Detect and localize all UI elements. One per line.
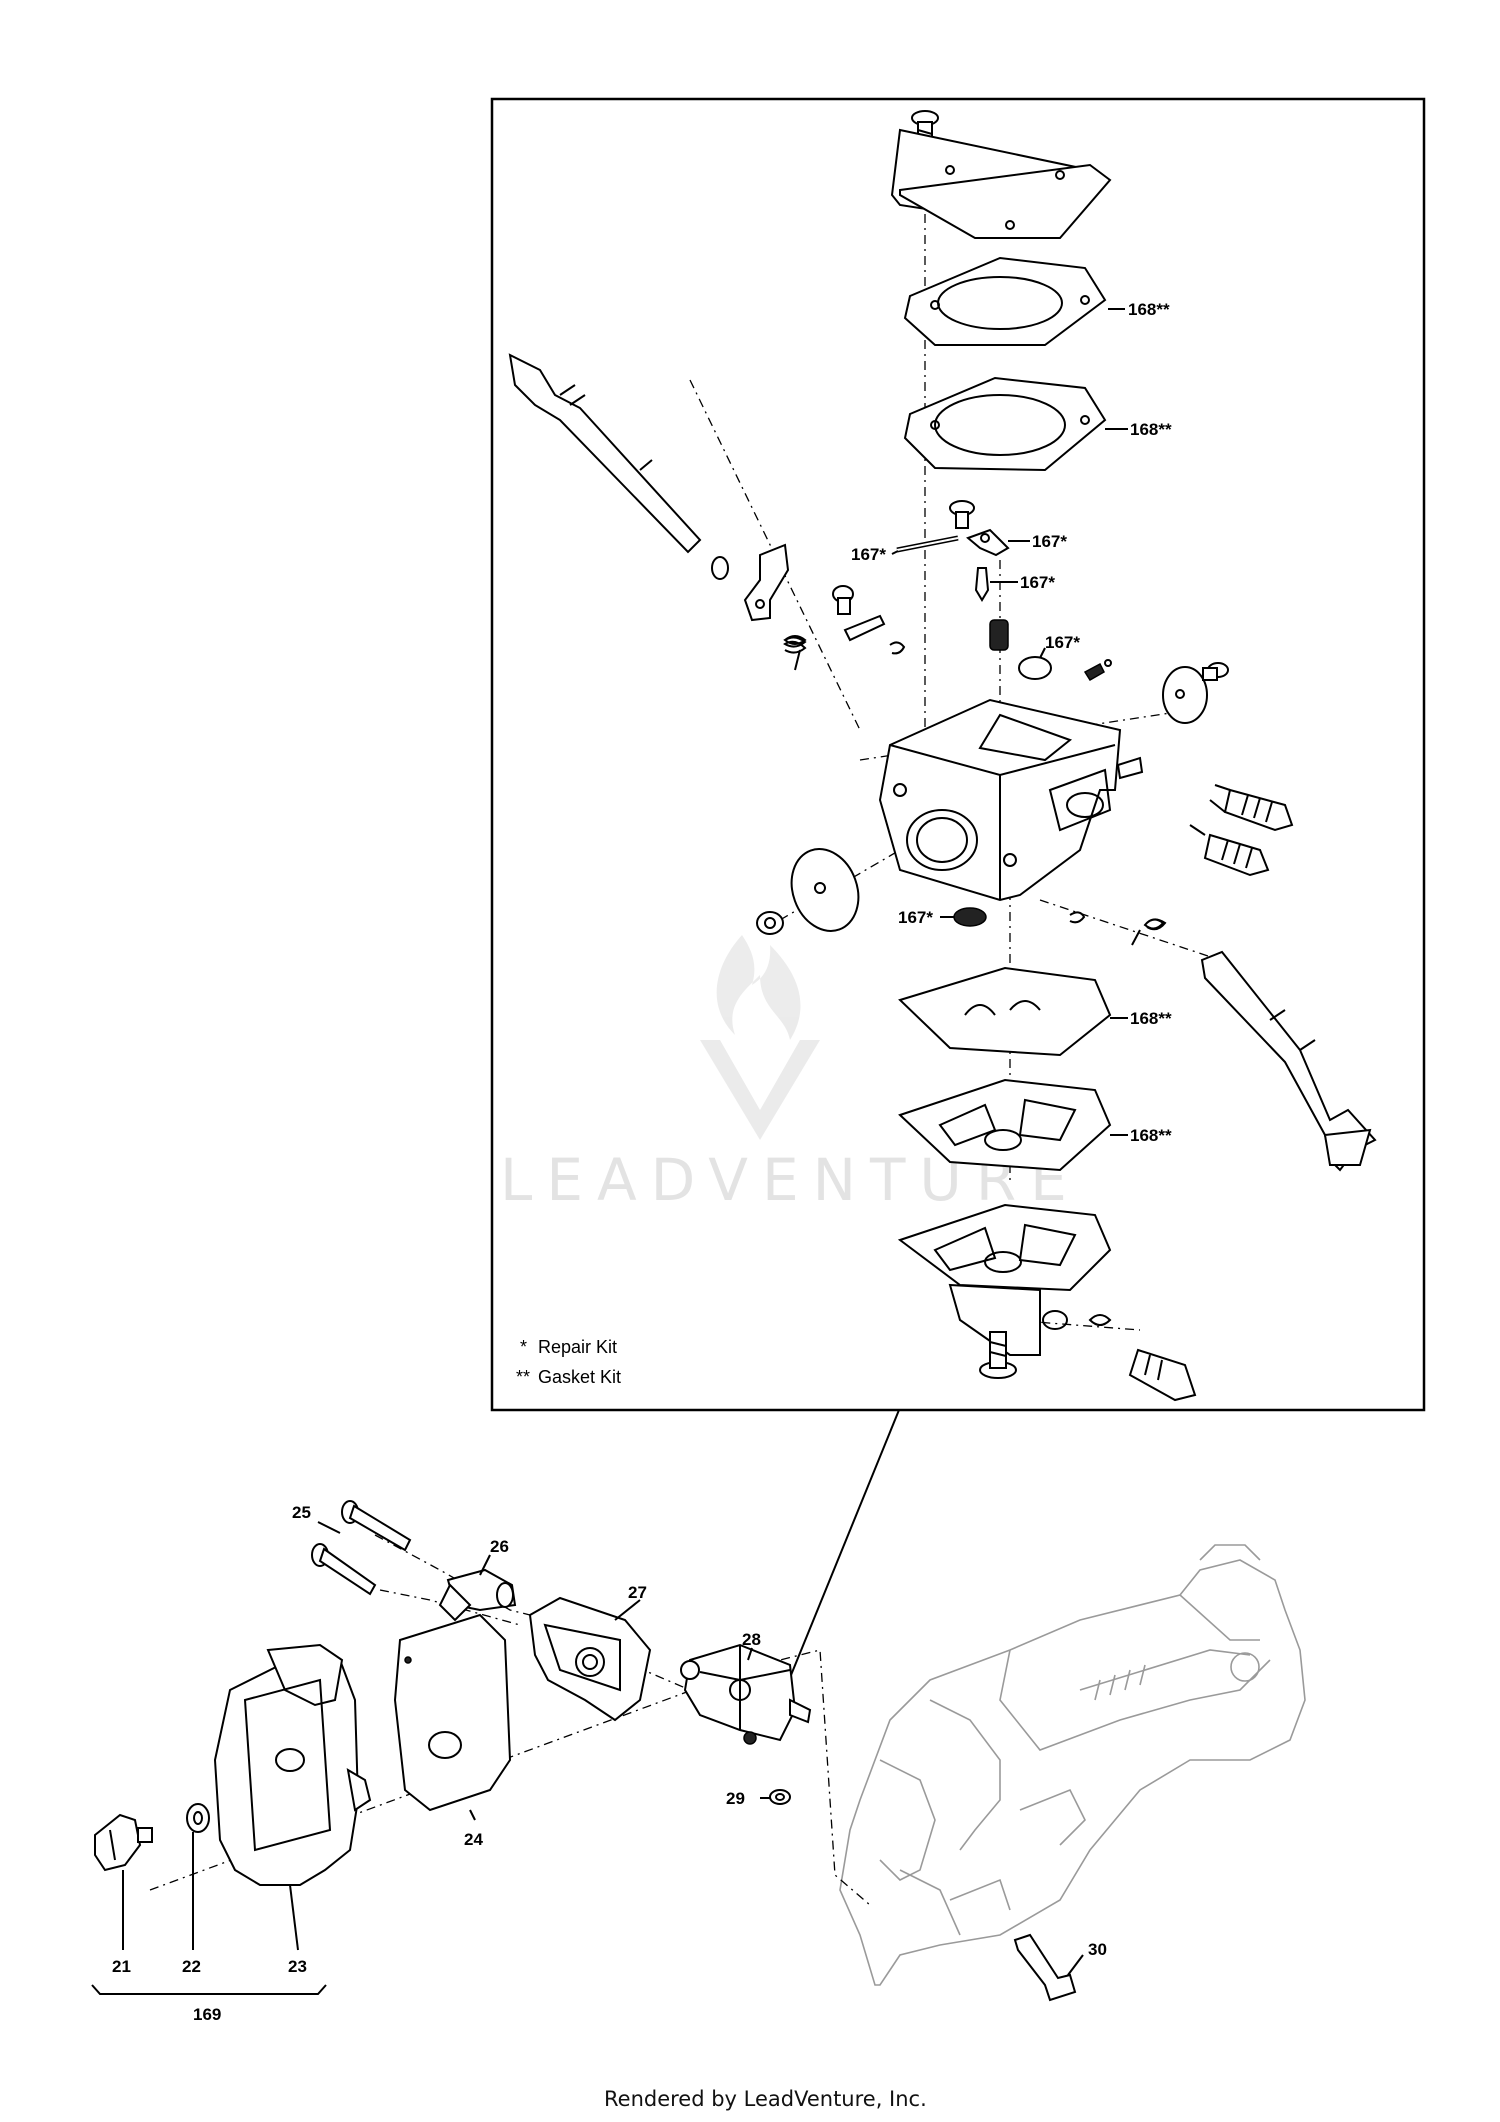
part-22-washer [186, 1803, 210, 1833]
legend-repair-marker: * [520, 1337, 527, 1357]
callout-21: 21 [112, 1957, 131, 1976]
check-valve [1083, 659, 1112, 682]
callout-167-plug: 167* [1045, 633, 1080, 652]
shaft-clip [1069, 911, 1086, 924]
part-23-filter-cover [213, 1643, 372, 1886]
pump-diaphragm [903, 256, 1107, 346]
throttle-plate-screw [756, 911, 784, 935]
callout-27: 27 [628, 1583, 647, 1602]
detail-callouts: 168** 168** 167* 167* 167* 167* 167* 168… [851, 300, 1172, 1145]
callout-167-lever: 167* [1032, 532, 1067, 551]
pump-gasket [903, 376, 1107, 472]
callout-25: 25 [292, 1503, 311, 1522]
legend-gasket-marker: ** [516, 1367, 530, 1387]
legend-gasket-label: Gasket Kit [538, 1367, 621, 1387]
high-speed-needle [1209, 784, 1294, 832]
part-27-adapter [528, 1596, 652, 1722]
welch-plug [1018, 656, 1052, 680]
lever-pin [896, 535, 959, 553]
assembly-axis-line [149, 1649, 871, 1906]
part-24-filter [393, 1613, 512, 1812]
legend-repair-label: Repair Kit [538, 1337, 617, 1357]
callout-168-gasket-bottom-1: 168** [1130, 1009, 1172, 1028]
choke-spring [1131, 918, 1167, 946]
idle-screw [1128, 1348, 1197, 1402]
part-28-carburetor [680, 1643, 812, 1745]
legend: * Repair Kit ** Gasket Kit [516, 1337, 621, 1387]
idle-spring [1088, 1314, 1112, 1326]
metering-diaphragm [898, 966, 1112, 1057]
bolt-axis-line-2 [379, 1589, 521, 1626]
callout-168-gasket-top-2: 168** [1130, 420, 1172, 439]
saw-housing-outline [839, 1544, 1306, 1986]
inlet-needle [974, 567, 990, 602]
pump-cover [890, 128, 1112, 239]
metering-spring [989, 619, 1009, 651]
watermark-logo [700, 935, 820, 1140]
part-30-knob [1013, 1933, 1077, 2002]
kit-bracket [91, 1984, 327, 1995]
metering-screw [949, 500, 975, 529]
inlet-screen [953, 907, 987, 927]
callout-23: 23 [288, 1957, 307, 1976]
throttle-lever [743, 543, 790, 622]
part-21-knob [94, 1813, 153, 1872]
callout-167-pin: 167* [851, 545, 886, 564]
part-29-clip [769, 1789, 791, 1805]
link-clip [843, 614, 906, 655]
detail-leader-line [788, 1409, 900, 1681]
part-25-bolts [311, 1500, 412, 1596]
callout-167-needle: 167* [1020, 573, 1055, 592]
callout-30: 30 [1088, 1940, 1107, 1959]
callout-26: 26 [490, 1537, 509, 1556]
callout-167-screen: 167* [898, 908, 933, 927]
carburetor-body [878, 698, 1144, 902]
lever-screw [832, 585, 854, 615]
metering-cover [897, 1203, 1112, 1356]
callout-28: 28 [742, 1630, 761, 1649]
carburetor-exploded-view [508, 110, 1377, 1402]
cover-mounting-screw [979, 1331, 1017, 1379]
throttle-spring [783, 635, 807, 671]
callout-169: 169 [193, 2005, 221, 2024]
metering-lever [966, 528, 1010, 557]
fuel-inlet-cover [1162, 662, 1229, 724]
metering-gasket [898, 1078, 1112, 1172]
assembly-callouts: 25 26 27 28 24 29 30 21 22 23 169 [91, 1503, 1107, 2024]
part-26-fitting [438, 1568, 517, 1622]
callout-29: 29 [726, 1789, 745, 1808]
throttle-shaft [508, 353, 729, 580]
callout-24: 24 [464, 1830, 483, 1849]
detail-frame [490, 97, 1426, 1412]
choke-shaft [1200, 950, 1377, 1172]
callout-168-gasket-bottom-2: 168** [1130, 1126, 1172, 1145]
throttle-plate [790, 848, 860, 932]
callout-22: 22 [182, 1957, 201, 1976]
footer-credit: Rendered by LeadVenture, Inc. [604, 2087, 927, 2111]
low-speed-needle [1189, 824, 1270, 877]
callout-168-gasket-top-1: 168** [1128, 300, 1170, 319]
